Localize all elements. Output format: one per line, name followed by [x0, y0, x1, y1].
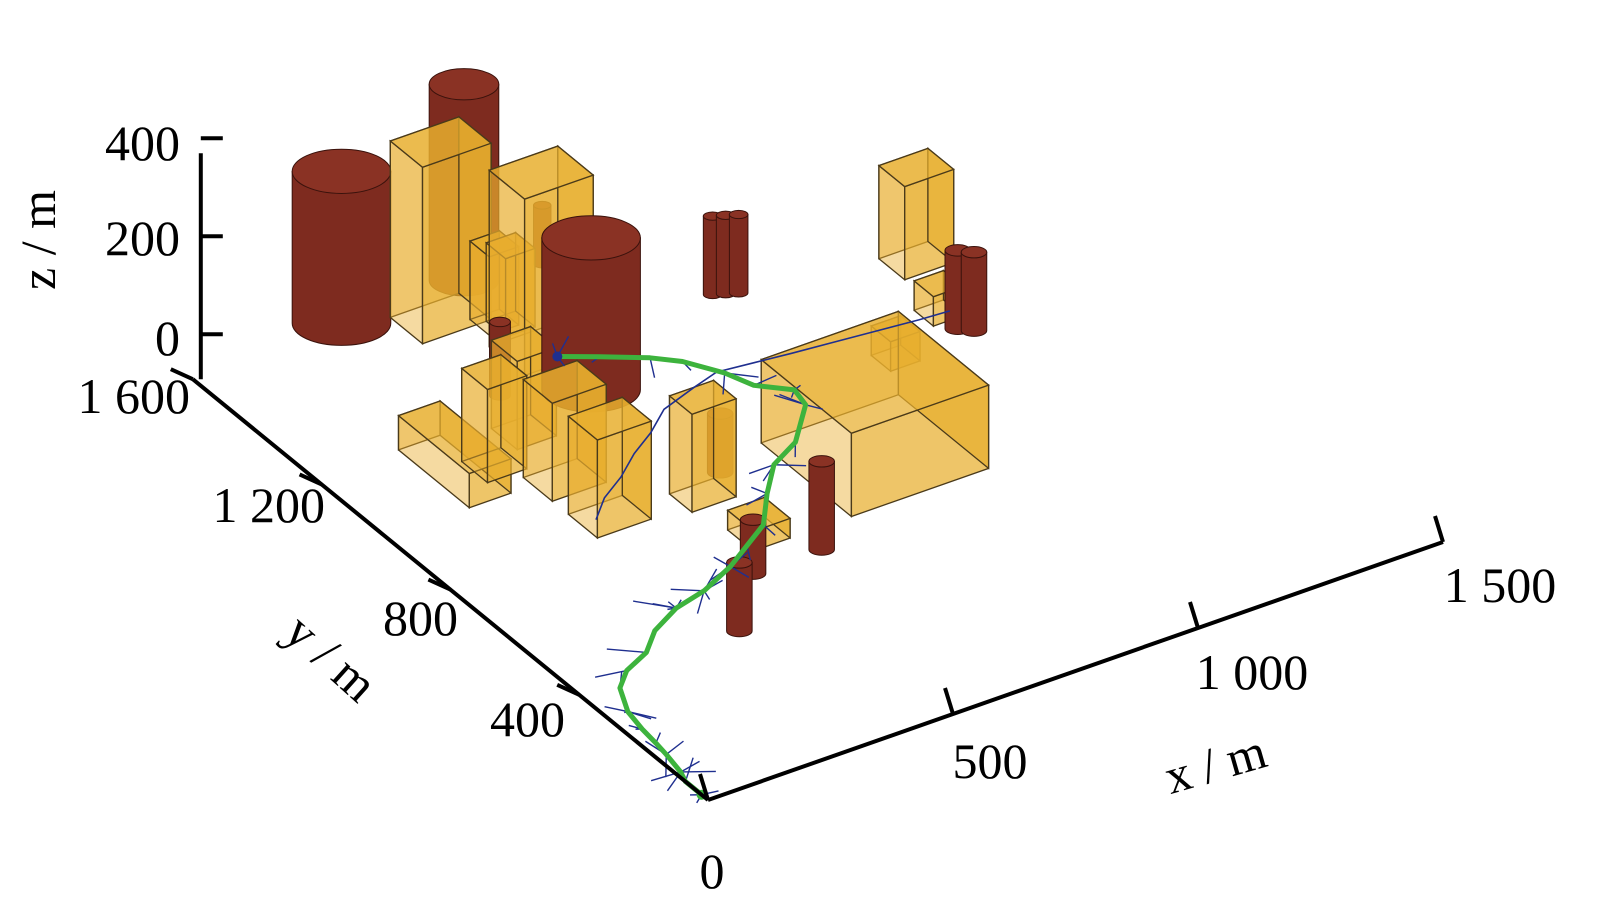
building-top-face — [460, 353, 529, 391]
y-tick-label-1200: 1 200 — [213, 477, 326, 533]
y-tick-mark — [556, 682, 581, 697]
cylinder-body — [808, 460, 835, 556]
z-axis-title: z / m — [10, 190, 66, 290]
cylinder-top — [489, 316, 511, 328]
tree-branch — [606, 648, 647, 654]
building-box — [388, 115, 493, 346]
x-tick-mark — [698, 773, 710, 801]
tree-branch — [627, 710, 657, 719]
tree-branch — [649, 357, 656, 378]
x-tick-mark — [1433, 515, 1445, 543]
x-tick-label-500: 500 — [953, 733, 1028, 789]
tree-branch — [805, 404, 823, 410]
cylinder-body — [726, 561, 753, 638]
y-tick-label-400: 400 — [490, 691, 565, 747]
building-top-face — [668, 379, 738, 416]
axes — [169, 136, 1445, 802]
y-tick-mark — [298, 472, 323, 487]
building-left-face — [389, 139, 424, 346]
tree-branch — [670, 588, 705, 592]
building-top-face — [877, 147, 956, 188]
z-tick-label-200: 200 — [105, 210, 180, 266]
x-tick-mark — [1188, 601, 1200, 629]
cylinder-top — [428, 68, 500, 101]
cylinder-top — [541, 215, 641, 261]
tree-branch — [665, 740, 684, 756]
building-top-face — [487, 145, 595, 200]
building-box — [567, 396, 653, 540]
cylinder-body — [291, 170, 392, 346]
building-box — [877, 147, 956, 282]
x-tick-label-1500: 1 500 — [1444, 557, 1557, 613]
cylinder-top — [728, 209, 749, 220]
x-tick-mark — [943, 687, 955, 715]
x-tick-label-1000: 1 000 — [1196, 644, 1309, 700]
tree-branch — [594, 669, 627, 678]
z-tick-label-0: 0 — [155, 310, 180, 366]
building-box — [759, 310, 990, 518]
cylinder-obstacle — [808, 455, 835, 556]
tree-branch — [633, 600, 677, 609]
path-line — [557, 354, 809, 797]
cylinder-top — [960, 245, 988, 259]
tree-branch — [751, 486, 768, 495]
y-tick-label-800: 800 — [383, 590, 458, 646]
building-box — [668, 379, 738, 514]
tree-branch — [604, 705, 628, 713]
building-top-face — [388, 116, 493, 169]
building-top-face — [567, 396, 653, 441]
z-tick-label-400: 400 — [105, 115, 180, 171]
cylinder-top — [291, 148, 392, 194]
tree-branch — [722, 372, 726, 395]
tree-branch — [746, 492, 768, 506]
tree-branch — [748, 464, 775, 475]
y-axis-title: y / m — [274, 602, 388, 712]
tree-trunk — [595, 310, 951, 520]
x-axis-line — [707, 540, 1444, 802]
cylinder-body — [728, 213, 749, 298]
cylinder-obstacle — [728, 209, 749, 298]
cylinder-top — [808, 455, 835, 468]
tree-branch — [696, 590, 705, 614]
tree-branch — [713, 556, 731, 568]
cylinder-obstacle — [960, 245, 988, 337]
cylinder-body — [960, 251, 988, 337]
scene-objects — [291, 68, 990, 638]
tree-branch — [680, 770, 716, 773]
y-tick-label-1600: 1 600 — [78, 368, 191, 424]
building-top-face — [521, 359, 608, 404]
cylinder-obstacle — [291, 148, 392, 346]
path-goal-marker — [552, 351, 563, 362]
building-left-face — [668, 394, 693, 514]
building-box — [460, 353, 529, 484]
tree-branch — [762, 524, 776, 536]
x-axis-title: x / m — [1158, 723, 1272, 805]
tree-branch — [684, 757, 694, 782]
building-top-face — [759, 310, 990, 434]
building-box — [521, 359, 608, 503]
tree-branch — [730, 565, 750, 579]
x-tick-label-0: 0 — [700, 843, 725, 899]
y-tick-mark — [169, 367, 194, 382]
y-tick-mark — [427, 577, 452, 592]
tree-branch — [773, 464, 807, 467]
